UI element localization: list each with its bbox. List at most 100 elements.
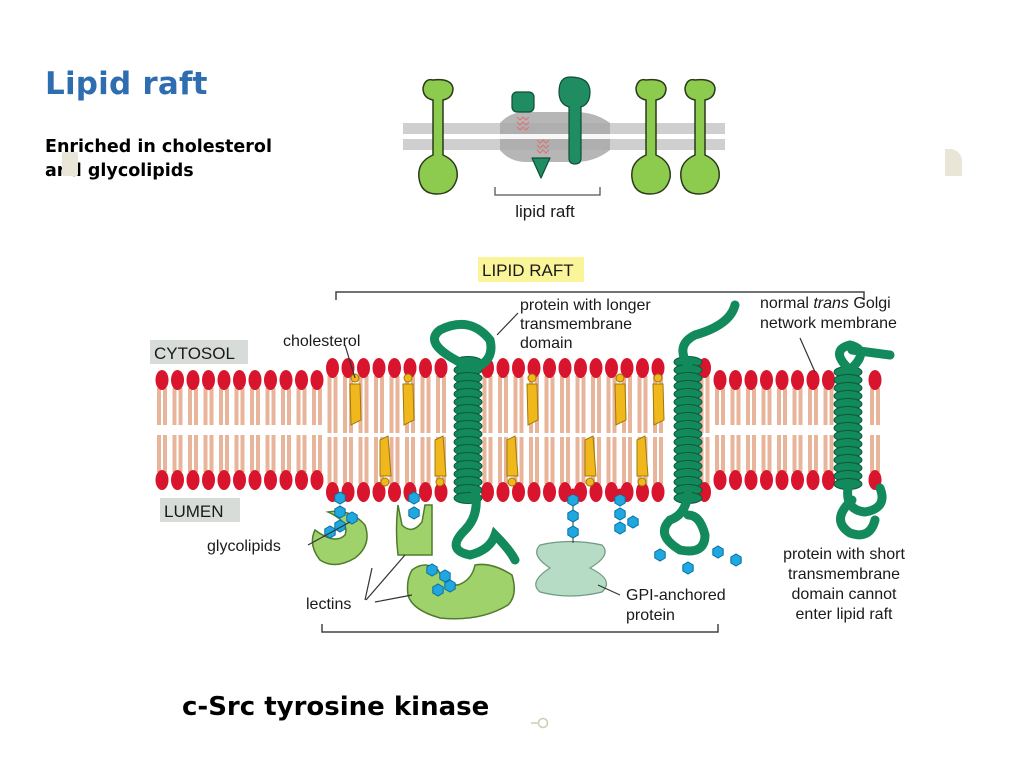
lipid-head [171,370,184,390]
cytosol-label: CYTOSOL [154,344,235,363]
lipid-tail [312,435,322,472]
lipid-tail [792,388,803,425]
cholesterol [584,435,597,477]
lipid-head [357,482,370,502]
lipid-tail [591,376,601,433]
sugar-unit [439,569,451,583]
lipid-tail [715,388,725,425]
lectins [311,504,515,620]
cholesterol [403,373,413,383]
decorative-shape-left [62,152,78,176]
lipid-head [248,370,262,390]
raft-bottom-bracket [321,624,719,633]
lipid-tail [327,376,338,433]
lipid-tail [420,376,431,433]
lipid-head [233,370,246,390]
sugar-unit [408,506,420,520]
cholesterol [637,477,647,487]
sugar-unit [346,511,358,525]
lipid-head [729,470,742,490]
lipid-head [264,370,277,390]
sugar-unit [682,561,694,575]
gpi-label-1: GPI-anchored [626,587,726,604]
raft-label-highlight [478,257,584,282]
sugar-unit [324,525,336,539]
decorative-shape-right [945,149,962,176]
lipid-head [202,370,215,390]
short-protein-cytosolic-loop [835,340,895,373]
lipid-head [496,358,510,378]
long-protein-label-3: domain [520,335,572,352]
cholesterol-molecules [349,373,665,487]
gpi-label-2: protein [626,607,675,624]
lipid-tail [606,376,617,433]
gpi-anchor [613,488,627,495]
lipid-2 [631,78,671,195]
lipid-head [791,370,804,390]
gpi-protein [535,505,608,597]
slide-subtitle: Enriched in cholesterol and glycolipids [45,135,272,183]
cholesterol [434,435,447,477]
lipid-raft-schematic: lipid raft [403,76,725,221]
cholesterol-label: cholesterol [283,333,360,350]
lipid-head [806,470,820,490]
lectin-2 [395,504,433,556]
raft-proteins [511,76,591,179]
lipid-tail [777,388,787,425]
lipid-head [527,482,541,502]
sugar-unit [567,525,579,539]
short-protein-label-1: protein with short [783,546,905,563]
subtitle-line-2: and glycolipids [45,161,194,181]
lipid-tail [234,435,245,472]
sugar-unit [432,583,444,597]
lipid-head [620,358,634,378]
short-protein-label-2: transmembrane [788,566,900,583]
cholesterol [402,383,415,426]
lipid-tail [575,376,586,433]
lipid-tail [777,435,787,472]
lipid-head [310,370,324,390]
long-protein-label-1: protein with longer [520,297,651,314]
lipid-head [233,470,246,490]
cholesterol [349,383,362,426]
lipid-tail [389,437,400,484]
lipid-tail [296,388,307,425]
raft-top-bracket [335,291,865,300]
lipid-head [605,358,618,378]
lipid-head [543,482,556,502]
lipid-head [202,470,215,490]
cholesterol [527,373,537,383]
lipid-head [512,482,525,502]
lipid-tail [761,388,772,425]
long-protein-1-cytosolic-loop [430,319,496,373]
lipid-tail [622,437,632,484]
lectin-3 [406,563,515,620]
lipid-head [574,358,587,378]
lipid-tail [219,388,229,425]
lipid-tail [560,376,570,433]
lumen-label-bg [160,498,240,522]
raft-transmembrane-protein [558,76,591,165]
lipid-head [264,470,277,490]
lectin-1 [311,510,368,566]
lipid-head [496,482,510,502]
lipid-head [481,482,494,502]
lipid-head [775,470,789,490]
lipid-head [295,470,308,490]
lipid-head [589,358,603,378]
lipid-head [744,470,758,490]
lipid-head [295,370,308,390]
lipid-head [419,482,432,502]
raft-protein-top [511,91,535,113]
cholesterol [636,435,649,477]
sugar-unit [730,553,742,567]
lipid-tail [870,435,880,472]
lipid-tail [653,437,663,484]
sugar-unit [712,545,724,559]
cholesterol [614,383,627,426]
cholesterol [526,383,539,426]
lipid-tail [606,437,617,484]
lipid-tail [761,435,772,472]
membrane-bilayer [403,112,725,162]
lipid-tail [327,437,338,484]
